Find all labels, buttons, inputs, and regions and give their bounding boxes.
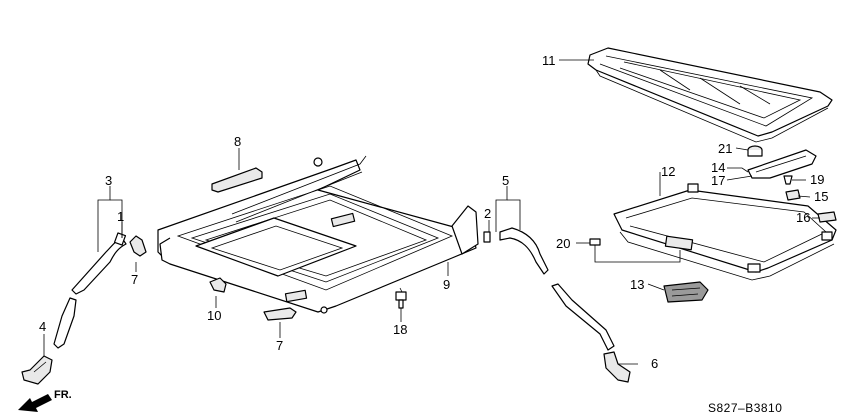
callout-5: 5	[502, 173, 509, 188]
callout-12: 12	[661, 164, 675, 179]
callout-7-lower: 7	[276, 338, 283, 353]
part-20-screw	[589, 238, 601, 252]
part-16-pad	[817, 211, 837, 223]
callout-7-left: 7	[131, 272, 138, 287]
callout-16: 16	[796, 210, 810, 225]
part-8-seal-pad	[211, 167, 263, 193]
part-15-clip	[785, 189, 801, 201]
callout-10: 10	[207, 308, 221, 323]
callout-3: 3	[105, 173, 112, 188]
callout-21: 21	[718, 141, 732, 156]
part-6-drain-valve-right	[603, 351, 631, 383]
front-direction-arrow: FR.	[18, 389, 72, 412]
part-7-clip-lower	[263, 307, 297, 321]
part-18-bolt	[395, 287, 407, 309]
part-4-drain-valve-left	[21, 355, 53, 385]
diagram-code: S827–B3810	[708, 401, 782, 415]
part-21-cap	[747, 145, 763, 157]
callout-11: 11	[542, 53, 556, 68]
callout-13: 13	[630, 277, 644, 292]
direction-label: FR.	[54, 389, 72, 401]
callout-4: 4	[39, 319, 46, 334]
callout-15: 15	[814, 189, 828, 204]
part-5-drain-tube-right	[499, 227, 615, 351]
part-10-bumper	[209, 277, 227, 293]
part-9-sunroof-frame	[157, 155, 479, 314]
part-2-clamp	[483, 231, 491, 243]
part-12-sunshade	[613, 183, 837, 281]
callout-19: 19	[810, 172, 824, 187]
callout-18: 18	[393, 322, 407, 337]
callout-8: 8	[234, 134, 241, 149]
leader-lines	[43, 59, 820, 365]
part-14-17-handle	[747, 149, 817, 179]
callout-14: 14	[711, 160, 725, 175]
callout-9: 9	[443, 277, 450, 292]
part-11-glass-panel	[587, 47, 833, 143]
callout-20: 20	[556, 236, 570, 251]
part-3-drain-tube-left	[53, 232, 127, 349]
part-13-holder	[663, 281, 709, 303]
callout-17: 17	[711, 173, 725, 188]
part-19-screw	[783, 175, 793, 185]
callout-6: 6	[651, 356, 658, 371]
callout-2: 2	[484, 206, 491, 221]
part-7-clip-left	[129, 235, 147, 257]
callout-1: 1	[117, 209, 124, 224]
callout-labels: 11 8 3 1 7 4 5 2 9 10 7 18 6 12 21 14 17…	[39, 53, 828, 371]
